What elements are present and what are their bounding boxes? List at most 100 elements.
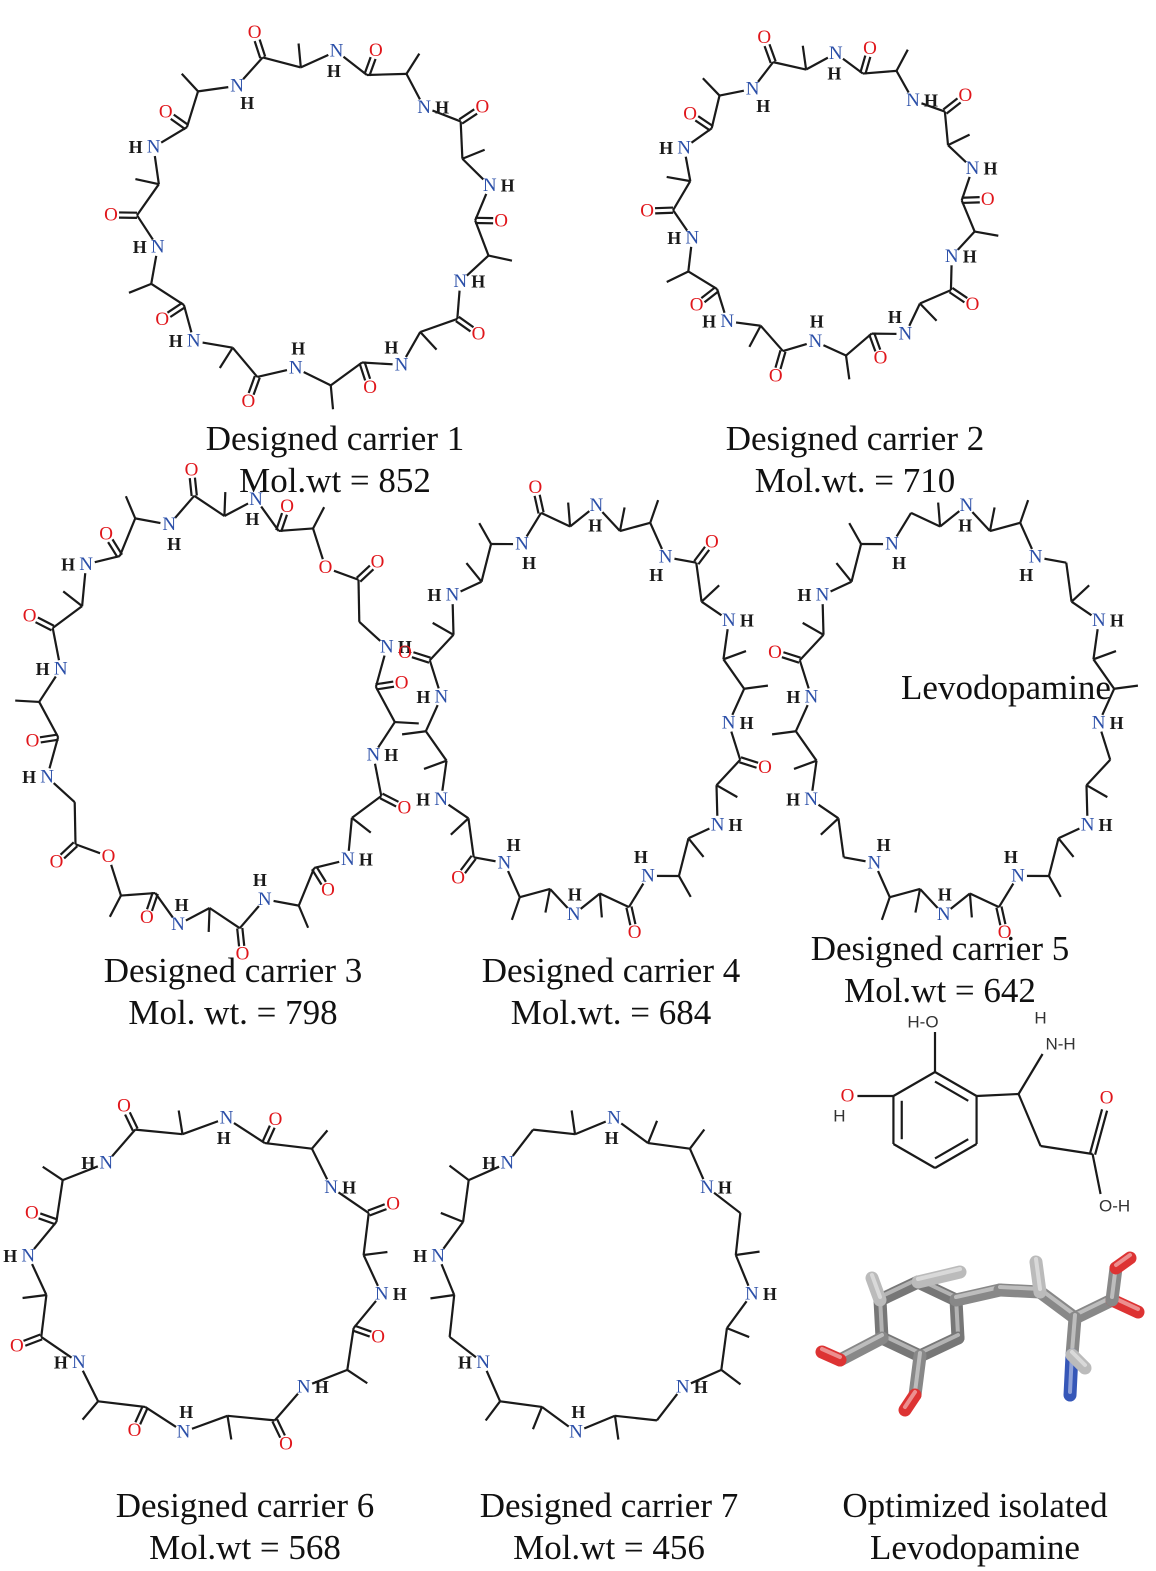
amide-hydrogen: H — [167, 534, 181, 554]
bond — [275, 512, 284, 531]
bond — [40, 1294, 48, 1338]
amide-hydrogen: H — [605, 1128, 619, 1148]
bond — [128, 1111, 139, 1129]
nitrogen: N — [330, 41, 344, 62]
bond — [942, 97, 959, 111]
bond — [135, 178, 160, 186]
amide-hydrogen: H — [61, 554, 75, 574]
bond — [864, 56, 872, 75]
carrier-2-mw: Mol.wt. = 710 — [754, 461, 956, 500]
atom-mask — [587, 496, 606, 515]
bond — [464, 858, 477, 874]
bond — [351, 816, 372, 834]
atom-mask — [69, 1353, 88, 1372]
nitrogen: N — [722, 610, 736, 631]
atom-mask — [144, 138, 163, 157]
bond — [63, 845, 79, 860]
amide-hydrogen: H — [888, 307, 902, 327]
nitrogen: N — [1081, 814, 1095, 835]
amide-hydrogen: H — [984, 158, 998, 178]
nitrogen: N — [395, 354, 409, 375]
nitrogen: N — [515, 534, 529, 555]
carbonyl-oxygen: O — [140, 907, 154, 928]
bond — [988, 507, 996, 532]
atom-mask — [294, 1377, 313, 1396]
atom-mask — [432, 687, 451, 706]
nitrogen: N — [21, 1245, 35, 1266]
carbonyl-oxygen: O — [628, 922, 642, 943]
carbonyl-oxygen: O — [398, 642, 412, 663]
carbonyl-oxygen: O — [959, 85, 973, 106]
atom-mask — [392, 355, 411, 374]
atom-mask — [802, 790, 821, 809]
amide-hydrogen: H — [245, 509, 259, 529]
bond — [619, 521, 651, 533]
carbonyl-oxygen: O — [50, 852, 64, 873]
amide-hydrogen: H — [133, 237, 147, 257]
bond — [968, 893, 973, 918]
bond — [346, 1327, 355, 1371]
bond — [793, 759, 817, 770]
atom-mask — [38, 768, 57, 787]
bond — [413, 651, 431, 659]
amide-hydrogen: H — [718, 1177, 732, 1197]
atom-mask — [564, 905, 583, 924]
carbonyl-oxygen: O — [768, 642, 782, 663]
carrier-4-caption: Designed carrier 4 Mol.wt. = 684 — [446, 950, 776, 1034]
model-bond-highlight — [870, 1273, 882, 1299]
nitrogen: N — [497, 852, 511, 873]
amine-hydrogen: H — [1034, 1009, 1046, 1028]
bond — [227, 1414, 275, 1422]
amide-hydrogen: H — [1099, 815, 1113, 835]
bond — [848, 522, 863, 545]
bond — [538, 494, 545, 513]
bond — [367, 1203, 386, 1212]
atom-mask — [718, 312, 737, 331]
atom-mask — [826, 44, 845, 63]
bond — [540, 511, 571, 528]
atom-mask — [451, 272, 470, 291]
nitrogen: N — [297, 1376, 311, 1397]
amide-hydrogen: H — [786, 790, 800, 810]
nitrogen: N — [99, 1153, 113, 1174]
bond — [97, 1400, 146, 1409]
bond — [480, 543, 493, 582]
bond — [419, 331, 438, 351]
atom-mask — [813, 586, 832, 605]
atom-mask — [338, 850, 357, 869]
nitrogen: N — [746, 78, 760, 99]
bond — [363, 56, 372, 75]
carrier-5-caption: Designed carrier 5 Mol.wt = 642 — [775, 928, 1105, 1012]
nitrogen: N — [641, 865, 655, 886]
atom-mask — [963, 159, 982, 178]
bond — [961, 201, 980, 205]
nitrogen: N — [230, 75, 244, 96]
bond — [969, 892, 1000, 909]
amide-hydrogen: H — [963, 246, 977, 266]
atom-mask — [327, 42, 346, 61]
bond — [478, 522, 493, 545]
carbonyl-oxygen: O — [117, 1096, 131, 1117]
amide-hydrogen: H — [763, 1284, 777, 1304]
carrier-5-mw: Mol.wt = 642 — [844, 971, 1036, 1010]
atom-mask — [97, 1154, 116, 1173]
bond — [253, 40, 262, 59]
amide-hydrogen: H — [756, 96, 770, 116]
atom-mask — [904, 91, 923, 110]
bond — [892, 1071, 936, 1097]
bond — [440, 1211, 464, 1223]
carbonyl-oxygen: O — [104, 204, 118, 225]
bond — [677, 838, 690, 877]
bond — [618, 507, 626, 532]
nitrogen: N — [1092, 713, 1106, 734]
bond — [720, 1369, 742, 1386]
nitrogen: N — [72, 1352, 86, 1373]
nitrogen: N — [417, 97, 431, 118]
bond — [697, 549, 711, 565]
bond — [261, 1125, 271, 1143]
bond — [677, 875, 692, 898]
bond — [430, 1293, 455, 1300]
hydroxyl-4-oxygen: O — [841, 1086, 855, 1107]
atom-mask — [184, 332, 203, 351]
